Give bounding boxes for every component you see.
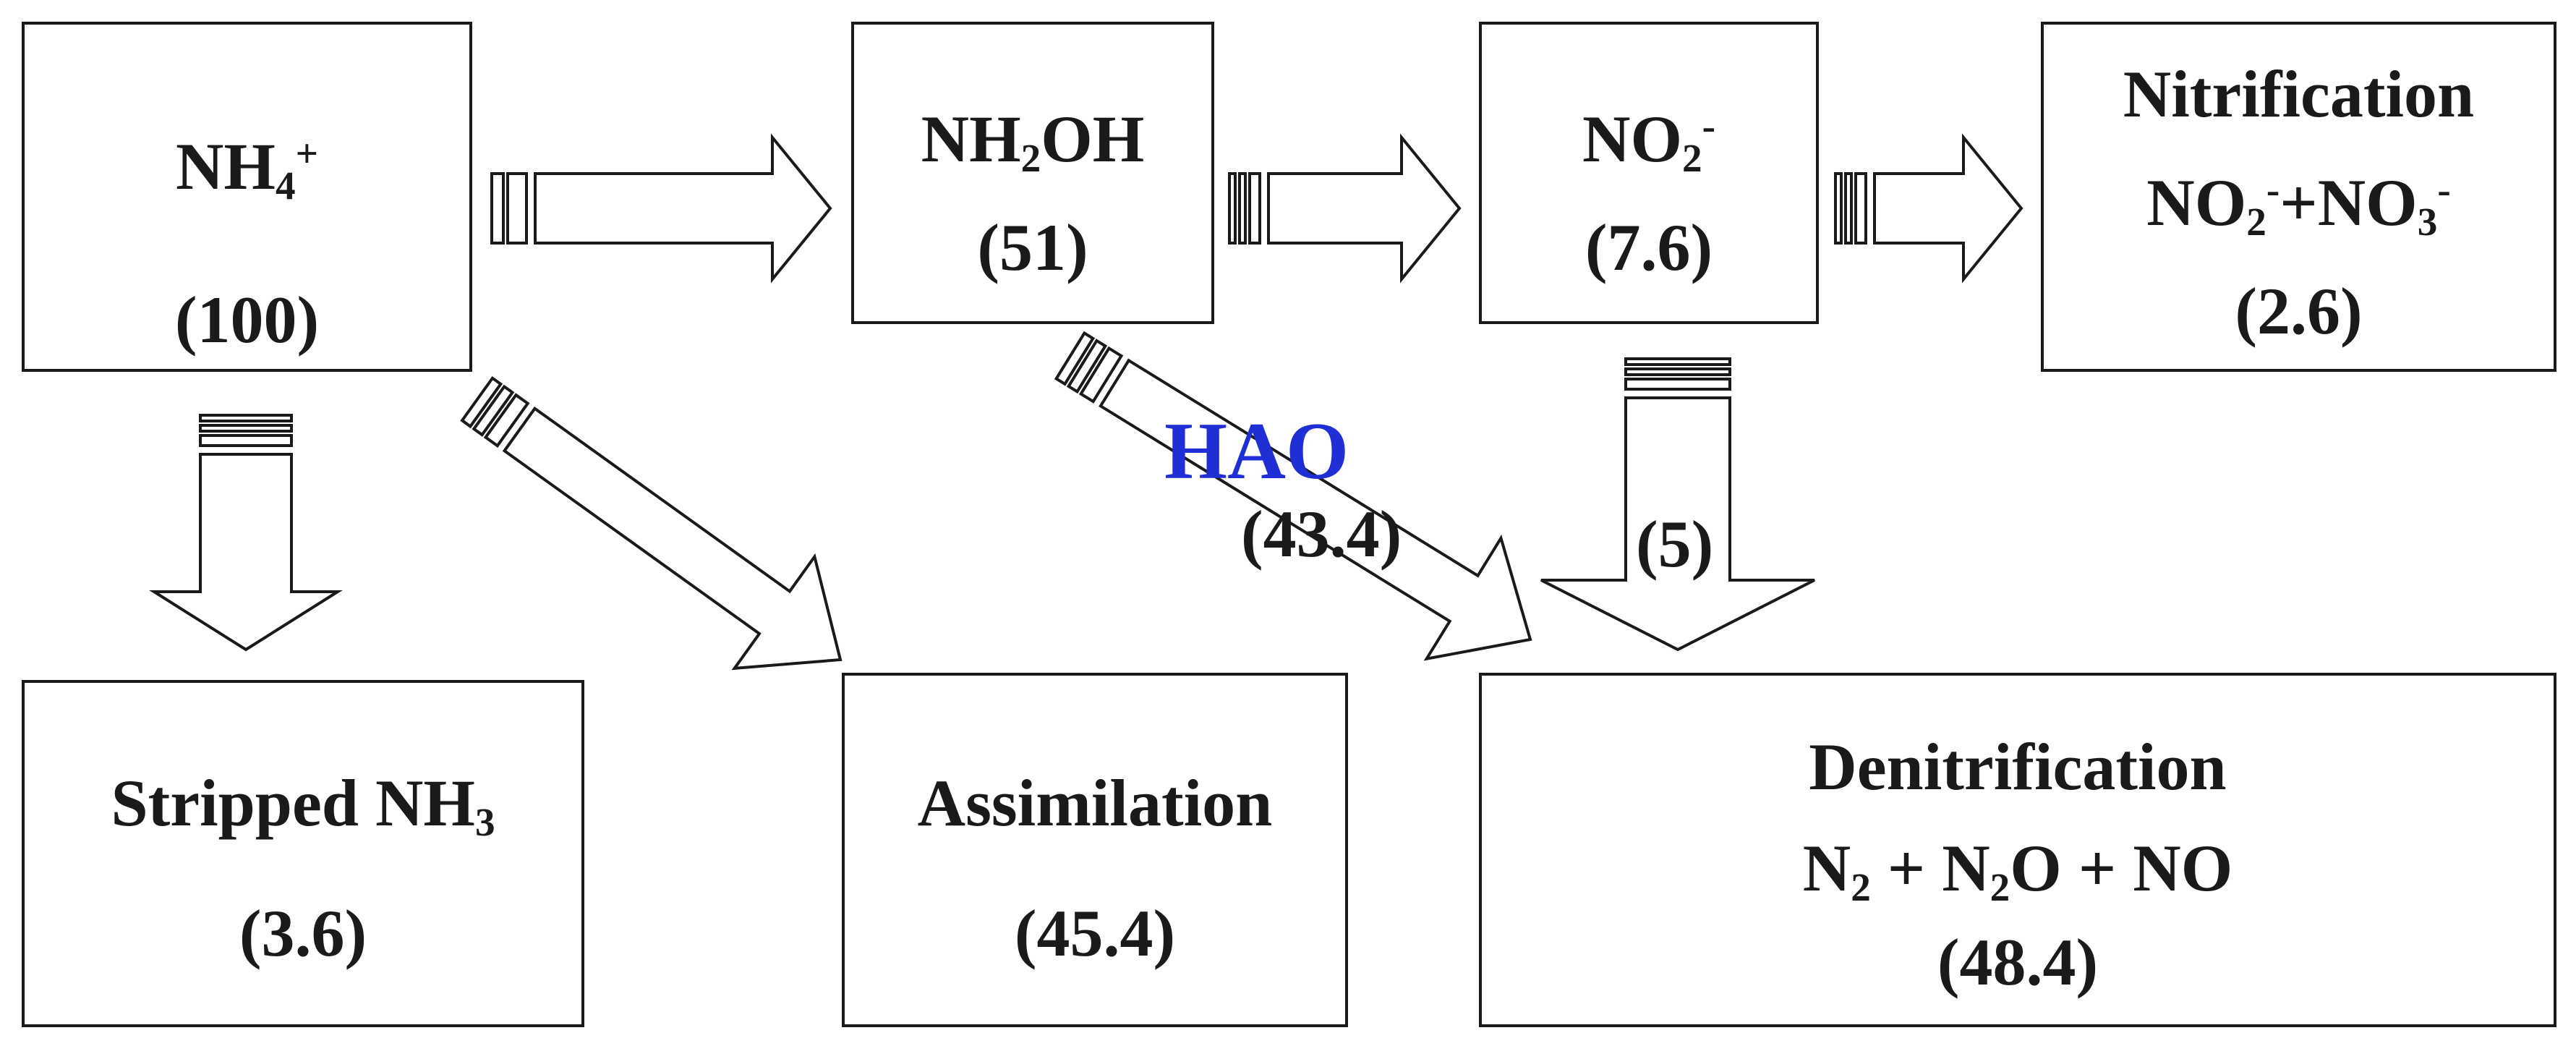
arrow-no2-to-denitrification [1540, 357, 1815, 652]
assimilation-label: Assimilation [917, 766, 1273, 840]
arrow-nh4-to-stripped [149, 414, 343, 652]
no2-value: (7.6) [1585, 211, 1713, 284]
arrow-nh2oh-to-denitrification [1054, 331, 1532, 661]
arrow-nh4-to-assimilation-stripe [472, 384, 515, 437]
arrow-nh2oh-to-no2-body [1267, 133, 1462, 284]
nitrification-formula: NO2-+NO3- [2146, 166, 2451, 244]
nh4-formula: NH4+ [175, 129, 319, 208]
arrow-nh4-to-assimilation-stripe [483, 393, 530, 448]
stripped-nh3-box: Stripped NH3 (3.6) [22, 680, 584, 1027]
nitrification-box: Nitrification NO2-+NO3- (2.6) [2041, 22, 2556, 372]
denitrification-box: Denitrification N2 + N2O + NO (48.4) [1479, 673, 2556, 1027]
arrow-no2-to-nitrification-stripe [1834, 172, 1843, 245]
no2-box: NO2- (7.6) [1479, 22, 1819, 324]
arrow-nh4-to-nh2oh-stripe [506, 172, 528, 245]
denitrification-formula: N2 + N2O + NO [1802, 831, 2233, 909]
arrow-nh4-to-assimilation-body [502, 406, 843, 671]
arrow-nh4-to-stripped-stripe [199, 414, 293, 422]
assimilation-box: Assimilation (45.4) [842, 673, 1348, 1027]
arrow-nh4-to-assimilation [460, 375, 843, 671]
arrow-no2-to-denitrification-body [1540, 396, 1815, 652]
stripped-nh3-value: (3.6) [239, 896, 367, 970]
arrow-nh4-to-stripped-stripe [199, 424, 293, 433]
nitrification-title: Nitrification [2123, 57, 2475, 131]
hao-label: HAO [1164, 407, 1349, 496]
arrow-no2-to-denitrification-stripe [1624, 378, 1731, 391]
arrow-nh4-to-nh2oh [490, 133, 832, 284]
assimilation-value: (45.4) [1014, 896, 1176, 970]
nh2oh-formula: NH2OH [921, 102, 1145, 180]
nitrification-value: (2.6) [2235, 274, 2363, 348]
denitrification-title: Denitrification [1809, 730, 2227, 804]
arrow-nh2oh-to-no2 [1228, 133, 1462, 284]
arrow-no2-to-nitrification-body [1873, 133, 2023, 284]
arrow-nh2oh-to-denitrification-stripe [1078, 346, 1124, 404]
nh2oh-value: (51) [977, 211, 1088, 284]
stripped-nh3-label: Stripped NH3 [111, 766, 495, 844]
arrow-nh2oh-to-no2-stripe [1238, 172, 1247, 245]
arrow-nh4-to-nh2oh-stripe [490, 172, 505, 245]
arrow-nh2oh-to-no2-stripe [1248, 172, 1261, 245]
no2-formula: NO2- [1582, 102, 1715, 180]
arrow-nh4-to-stripped-body [149, 453, 343, 652]
nh4-box: NH4+ (100) [22, 22, 472, 372]
arrow-nh2oh-to-denitrification-stripe [1066, 339, 1108, 394]
arrow-no2-to-nitrification [1834, 133, 2023, 284]
arrow-nh2oh-to-no2-stripe [1228, 172, 1237, 245]
arrow-nh2oh-to-denitrification-stripe [1054, 331, 1096, 386]
arrow-no2-to-denitrification-stripe [1624, 357, 1731, 366]
arrow-nh4-to-stripped-stripe [199, 434, 293, 447]
hao-value-label: (43.4) [1241, 497, 1402, 571]
arrow-nh2oh-to-denitrification-body [1099, 358, 1532, 661]
arrow-no2-to-nitrification-stripe [1844, 172, 1853, 245]
no2-down-value-label: (5) [1636, 507, 1714, 581]
nh4-value: (100) [174, 283, 320, 357]
denitrification-value: (48.4) [1937, 925, 2099, 999]
arrow-nh4-to-nh2oh-body [534, 133, 832, 284]
nh2oh-box: NH2OH (51) [851, 22, 1214, 324]
arrow-no2-to-denitrification-stripe [1624, 367, 1731, 376]
arrow-no2-to-nitrification-stripe [1854, 172, 1867, 245]
arrow-nh4-to-assimilation-stripe [460, 375, 503, 429]
